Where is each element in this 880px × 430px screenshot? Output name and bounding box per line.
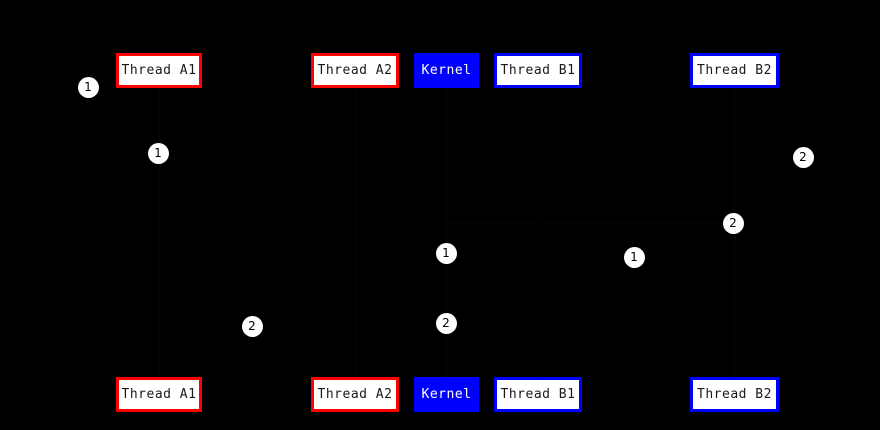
step-marker-2: 2 (722, 212, 744, 234)
step-marker-1: 1 (435, 242, 457, 264)
lifeline-thread-b1 (538, 88, 539, 377)
participant-header-kernel[interactable]: Kernel (414, 53, 479, 88)
participant-header-thread-a1[interactable]: Thread A1 (116, 53, 202, 88)
participant-footer-thread-a1[interactable]: Thread A1 (116, 377, 202, 412)
message-arrow (355, 323, 446, 324)
step-marker-1: 1 (77, 76, 99, 98)
participant-label: Thread A1 (121, 63, 197, 78)
participant-label: Thread A2 (317, 63, 393, 78)
lifeline-thread-a1 (159, 88, 160, 377)
message-arrow (159, 253, 446, 254)
participant-label: Kernel (421, 63, 472, 78)
message-arrow (446, 257, 538, 258)
message-arrow (446, 223, 734, 224)
participant-footer-thread-b1[interactable]: Thread B1 (494, 377, 582, 412)
participant-footer-thread-a2[interactable]: Thread A2 (311, 377, 399, 412)
step-marker-1: 1 (623, 246, 645, 268)
lifeline-thread-a2 (355, 88, 356, 377)
participant-label: Thread A2 (317, 387, 393, 402)
participant-label: Thread B2 (697, 63, 772, 78)
participant-label: Kernel (421, 387, 472, 402)
participant-footer-kernel[interactable]: Kernel (414, 377, 479, 412)
participant-footer-thread-b2[interactable]: Thread B2 (690, 377, 779, 412)
participant-header-thread-b2[interactable]: Thread B2 (690, 53, 779, 88)
participant-header-thread-a2[interactable]: Thread A2 (311, 53, 399, 88)
step-marker-1: 1 (147, 142, 169, 164)
participant-label: Thread B1 (500, 387, 576, 402)
participant-label: Thread B1 (500, 63, 576, 78)
participant-label: Thread B2 (697, 387, 772, 402)
step-marker-2: 2 (792, 146, 814, 168)
step-marker-2: 2 (435, 312, 457, 334)
participant-header-thread-b1[interactable]: Thread B1 (494, 53, 582, 88)
step-marker-2: 2 (241, 315, 263, 337)
participant-label: Thread A1 (121, 387, 197, 402)
lifeline-kernel (446, 85, 447, 377)
